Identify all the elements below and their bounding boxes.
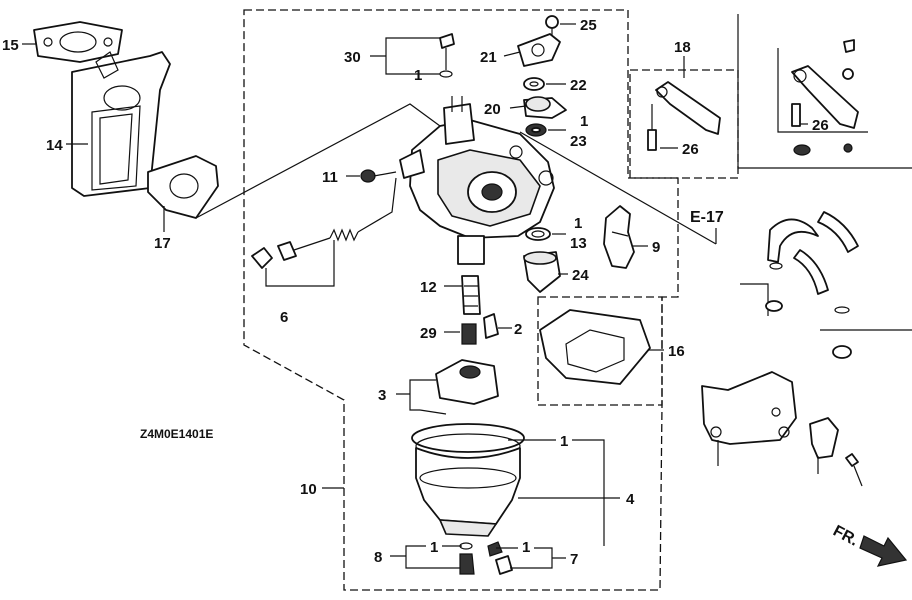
callout-26-right: 26 [812,117,829,134]
o-ring-icon [525,123,547,137]
callout-13: 13 [570,235,587,252]
screw-icon [439,33,455,78]
callout-7: 7 [570,551,578,568]
lever-icon [523,96,567,119]
right-panel-divider [737,14,912,169]
callout-21: 21 [480,49,497,66]
callout-24: 24 [572,267,589,284]
callout-18: 18 [674,39,691,56]
bolt-icon [461,275,481,315]
float-bowl-icon [411,423,525,537]
lever-icon [791,39,859,156]
leader-3 [396,379,436,411]
callout-16: 16 [668,343,685,360]
callout-26-left: 26 [682,141,699,158]
callout-2: 2 [514,321,522,338]
drawing-code: Z4M0E1401E [140,427,213,441]
callout-1-13: 1 [574,215,582,232]
bracket-icon [701,371,863,487]
callout-1-23: 1 [580,113,588,130]
screw-icon [251,237,331,269]
spring-icon [461,323,477,345]
leader-30 [370,37,440,75]
leader-7 [496,547,566,569]
bolt-icon [459,542,475,575]
spring-icon [329,228,359,242]
lever-icon [647,81,721,151]
float-icon [419,359,499,415]
callout-11: 11 [322,169,338,186]
callout-25: 25 [580,17,597,34]
callout-22: 22 [570,77,587,94]
carburetor-body-icon [399,96,555,265]
callout-1-7: 1 [522,539,530,556]
callout-14: 14 [46,137,63,154]
screw-icon [360,169,397,183]
leader-21 [503,51,521,57]
o-ring-icon [525,227,551,241]
callout-3: 3 [378,387,386,404]
callout-1-bowl: 1 [560,433,568,450]
insulator-icon [71,51,171,197]
callout-15: 15 [2,37,19,54]
leader-8 [390,545,462,569]
callout-10: 10 [300,481,317,498]
screw-icon [545,15,559,40]
carburetor-group-outline [243,9,679,591]
bolt-icon [483,313,499,339]
callout-9: 9 [652,239,660,256]
callout-4: 4 [626,491,635,508]
callout-29: 29 [420,325,437,342]
screw-icon [487,541,513,575]
choke-assembly-outline [629,69,739,179]
callout-20: 20 [484,101,501,118]
gasket-icon [147,155,219,219]
callout-1-8: 1 [430,539,438,556]
right-panel-mid-line [740,283,769,316]
leader-6 [265,240,335,287]
leader-e17-line [519,131,717,245]
section-ref-e17: E-17 [690,209,724,226]
leader-17-to-body [195,103,441,219]
lever-icon [517,33,561,67]
callout-6: 6 [280,309,288,326]
callout-12: 12 [420,279,437,296]
float-icon [603,205,635,269]
fr-arrow-icon: FR. [830,523,908,567]
gasket-icon [33,21,123,63]
svg-text:FR.: FR. [830,523,861,550]
callout-30: 30 [344,49,361,66]
callout-8: 8 [374,549,382,566]
gasket-icon [539,309,651,385]
hose-icon [765,211,859,359]
callout-23: 23 [570,133,587,150]
throttle-assembly-outline [537,296,663,406]
callout-17: 17 [154,235,171,252]
float-icon [523,251,561,293]
leader-6-body [357,177,397,233]
right-panel-bracket-top [777,48,868,133]
leader-20 [509,105,527,109]
callout-1-top: 1 [414,67,422,84]
leader-1-bowl-vert [572,439,605,546]
o-ring-icon [523,77,545,91]
